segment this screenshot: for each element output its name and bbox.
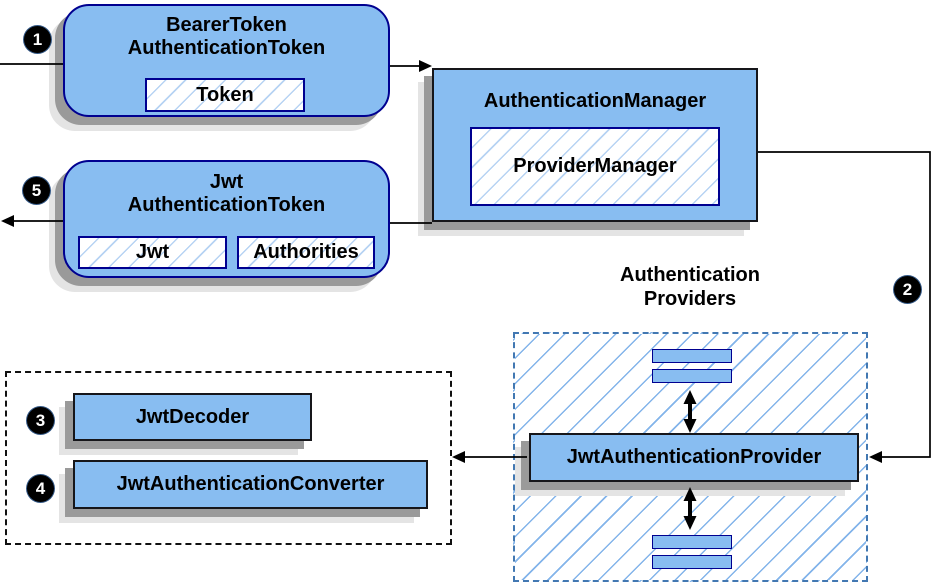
token-chip-label: Token — [196, 83, 254, 106]
authorities-chip-label: Authorities — [253, 241, 359, 263]
arrowhead-into-manager — [419, 60, 432, 72]
jwt-authentication-converter-title: JwtAuthenticationConverter — [116, 473, 385, 495]
jwt-decoder-node: JwtDecoder — [73, 393, 312, 441]
step-badge-3: 3 — [27, 407, 54, 434]
provider-placeholder-bar — [652, 555, 732, 569]
jwt-decoder-title: JwtDecoder — [135, 405, 250, 428]
provider-placeholder-bar — [652, 369, 732, 383]
jwt-authentication-token-title-line2: AuthenticationToken — [127, 194, 326, 216]
provider-placeholder-bar — [652, 535, 732, 549]
authentication-providers-label-line1: Authentication — [620, 264, 760, 286]
jwt-authentication-token-title-line1: Jwt — [209, 171, 244, 193]
provider-placeholder-bar — [652, 349, 732, 363]
arrowhead-into-provider — [869, 451, 882, 463]
jwt-authentication-converter-node: JwtAuthenticationConverter — [73, 460, 428, 509]
jwt-authentication-provider-title: JwtAuthenticationProvider — [566, 446, 822, 468]
jwt-chip-label: Jwt — [135, 241, 170, 263]
jwt-chip: Jwt — [78, 236, 227, 269]
decoder-group-container — [5, 371, 452, 545]
bearer-token-authentication-token-node: BearerToken AuthenticationToken — [63, 4, 390, 117]
authentication-providers-label: Authentication Providers — [580, 263, 800, 311]
step-badge-1: 1 — [24, 26, 51, 53]
token-chip: Token — [145, 78, 305, 112]
authorities-chip: Authorities — [237, 236, 375, 269]
arrowhead-into-decoder-group — [452, 451, 465, 463]
bearer-token-title-line1: BearerToken — [166, 14, 287, 36]
step-badge-4: 4 — [27, 475, 54, 502]
arrowhead-response-out — [1, 215, 14, 227]
step-badge-5: 5 — [23, 177, 50, 204]
step-badge-2: 2 — [894, 276, 921, 303]
authentication-manager-title: AuthenticationManager — [483, 90, 707, 112]
jwt-authentication-provider-node: JwtAuthenticationProvider — [529, 433, 859, 482]
provider-manager-chip: ProviderManager — [470, 127, 720, 206]
authentication-providers-label-line2: Providers — [643, 288, 737, 310]
provider-manager-chip-label: ProviderManager — [513, 155, 677, 177]
bearer-token-title-line2: AuthenticationToken — [127, 37, 326, 59]
